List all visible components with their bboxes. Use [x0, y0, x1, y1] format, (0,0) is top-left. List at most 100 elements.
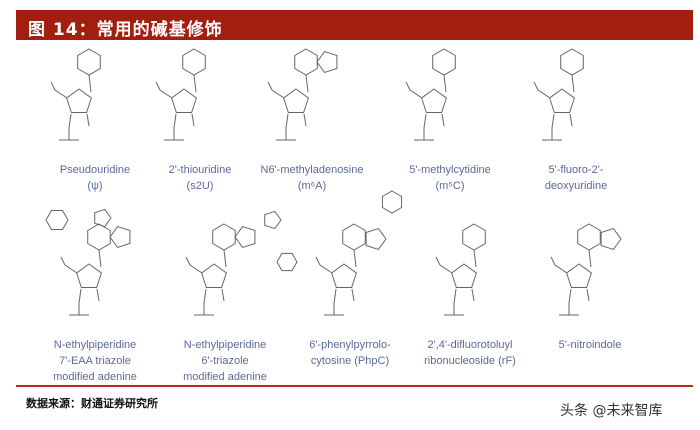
label-ethylpiperidine-7eaa: N-ethylpiperidine 7'-EAA triazole modified…	[30, 337, 160, 385]
row2-structure-2-2prime-bond	[351, 288, 355, 302]
row1-structure-2-sugar-ring	[283, 88, 309, 114]
row1-structure-2-5prime-linker	[267, 81, 285, 99]
label-line: 2'-thiouridine	[168, 164, 232, 176]
label-line: N-ethylpiperidine	[183, 339, 267, 351]
label-nitroindole: 5'-nitroindole	[525, 337, 655, 353]
triazole-ring	[94, 208, 112, 228]
row1-structure-1-glycosidic-bond	[193, 74, 197, 93]
label-line: 6'-phenylpyrrolo-	[309, 339, 391, 351]
row1-structure-2-imidazole-ring	[316, 50, 338, 74]
row2-structure-4-base-ring	[577, 223, 601, 251]
label-line: (m⁵C)	[435, 180, 465, 192]
row1-structure-4-glycosidic-bond	[571, 74, 575, 93]
row1-structure-4-base-ring	[560, 48, 584, 76]
row2-structure-2-fused-ring	[365, 227, 387, 251]
row1-structure-0-5prime-linker	[50, 81, 68, 99]
row1-structure-3-5prime-linker	[405, 81, 423, 99]
row1-structure-0-base-ring	[77, 48, 101, 76]
label-line: (m⁶A)	[297, 180, 327, 192]
row1-structure-1-base-ring	[182, 48, 206, 76]
source-note: 数据来源：财通证券研究所	[26, 397, 158, 410]
label-line: N6'-methyladenosine	[260, 164, 364, 176]
label-line: 2',4'-difluorotoluyl	[427, 339, 513, 351]
row2-structure-4-5prime-linker	[550, 256, 568, 274]
label-line: cytosine (PhpC)	[310, 355, 390, 367]
row1-structure-3-2prime-bond	[441, 113, 445, 127]
row2-structure-2-5prime-linker	[315, 256, 333, 274]
label-line: (ψ)	[87, 180, 103, 192]
row2-structure-4-fused-ring	[600, 227, 622, 251]
row1-structure-2-2prime-bond	[303, 113, 307, 127]
row2-structure-2-base-ring	[342, 223, 366, 251]
label-line: ribonucleoside (rF)	[424, 355, 516, 367]
row1-structure-4-5prime-linker	[533, 81, 551, 99]
figure-title: 图 14：常用的碱基修饰	[28, 20, 223, 40]
label-line: 6'-triazole	[201, 355, 249, 367]
label-line: 5'-fluoro-2'-	[548, 164, 604, 176]
row1-structure-1-2prime-bond	[191, 113, 195, 127]
label-line: (s2U)	[186, 180, 214, 192]
row2-structure-3-base-ring	[462, 223, 486, 251]
row1-structure-3-sugar-ring	[421, 88, 447, 114]
label-m5c: 5'-methylcytidine (m⁵C)	[385, 162, 515, 194]
row2-structure-0-phosphate-bond	[78, 288, 82, 315]
row1-structure-0-phosphate-bond	[68, 113, 72, 140]
row2-structure-1-5prime-linker	[185, 256, 203, 274]
row2-structure-0-5prime-linker	[60, 256, 78, 274]
row1-structure-1-sugar-ring	[171, 88, 197, 114]
figure-title-bar: 图 14：常用的碱基修饰	[16, 10, 693, 40]
row2-structure-2-phosphate-bond	[333, 288, 337, 315]
row2-structure-3-phosphate-bond	[453, 288, 457, 315]
row1-structure-3-phosphate-bond	[423, 113, 427, 140]
row2-structure-4-phosphate-bond	[568, 288, 572, 315]
label-line: 5'-methylcytidine	[409, 164, 491, 176]
piperidine-ring-2	[276, 252, 298, 272]
label-rf: 2',4'-difluorotoluyl ribonucleoside (rF)	[405, 337, 535, 369]
label-m6a: N6'-methyladenosine (m⁶A)	[247, 162, 377, 194]
row2-structure-3-glycosidic-bond	[473, 249, 477, 268]
row2-structure-4-2prime-bond	[586, 288, 590, 302]
row2-structure-3-2prime-bond	[471, 288, 475, 302]
row2-structure-1-sugar-ring	[201, 263, 227, 289]
row1-structure-2-glycosidic-bond	[305, 74, 309, 93]
row2-structure-1-glycosidic-bond	[223, 249, 227, 268]
row2-structure-3-sugar-ring	[451, 263, 477, 289]
base-modification-figure: Pseudouridine(ψ) 2'-thiouridine(s2U) N6'…	[30, 40, 672, 385]
label-line: 7'-EAA triazole	[59, 355, 131, 367]
row2-structure-4-glycosidic-bond	[588, 249, 592, 268]
row2-structure-0-base-ring	[87, 223, 111, 251]
label-line: N-ethylpiperidine	[53, 339, 137, 351]
row1-structure-0-glycosidic-bond	[88, 74, 92, 93]
row1-structure-0-sugar-ring	[66, 88, 92, 114]
watermark: 头条 @未来智库	[560, 403, 663, 419]
row2-structure-4-sugar-ring	[566, 263, 592, 289]
row1-structure-0-2prime-bond	[86, 113, 90, 127]
row2-structure-1-phosphate-bond	[203, 288, 207, 315]
label-line: 5'-nitroindole	[558, 339, 622, 351]
row1-structure-3-glycosidic-bond	[443, 74, 447, 93]
row1-structure-2-base-ring	[294, 48, 318, 76]
row1-structure-1-phosphate-bond	[173, 113, 177, 140]
row1-structure-2-phosphate-bond	[285, 113, 289, 140]
piperidine-ring	[45, 209, 69, 231]
label-line: modified adenine	[183, 371, 267, 383]
label-phpc: 6'-phenylpyrrolo-cytosine (PhpC)	[285, 337, 415, 369]
row1-structure-1-5prime-linker	[155, 81, 173, 99]
row2-structure-1-2prime-bond	[221, 288, 225, 302]
row1-structure-4-sugar-ring	[549, 88, 575, 114]
row2-structure-0-imidazole-ring	[109, 225, 131, 249]
label-thiouridine: 2'-thiouridine (s2U)	[135, 162, 265, 194]
row1-structure-4-phosphate-bond	[551, 113, 555, 140]
row1-structure-3-base-ring	[432, 48, 456, 76]
row1-structure-4-2prime-bond	[569, 113, 573, 127]
label-line: modified adenine	[53, 371, 137, 383]
row2-structure-2-glycosidic-bond	[353, 249, 357, 268]
row2-structure-0-sugar-ring	[76, 263, 102, 289]
row2-structure-3-5prime-linker	[435, 256, 453, 274]
row2-structure-2-sugar-ring	[331, 263, 357, 289]
chemical-structures	[45, 48, 622, 316]
phenyl-ring	[381, 190, 403, 214]
label-ethylpiperidine-6triazole: N-ethylpiperidine 6'-triazole modified ade…	[160, 337, 290, 385]
triazole-ring-2	[264, 210, 282, 230]
row2-structure-0-glycosidic-bond	[98, 249, 102, 268]
